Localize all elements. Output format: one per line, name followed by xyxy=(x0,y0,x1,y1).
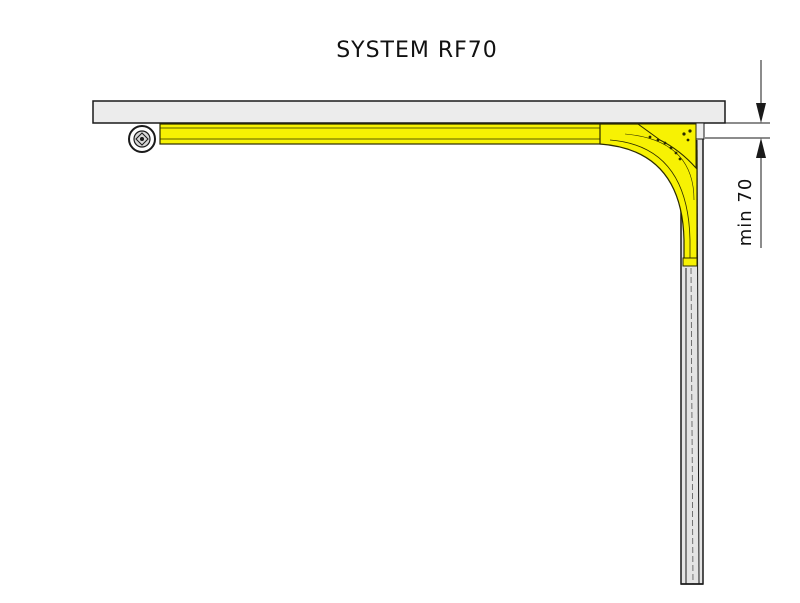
track-bracket xyxy=(636,123,697,170)
headroom-dimension: min 70 xyxy=(705,60,770,248)
ceiling-slab xyxy=(92,100,726,124)
diagram-title: SYSTEM RF70 xyxy=(336,38,498,63)
horizontal-track xyxy=(159,123,681,145)
shaft-pulley xyxy=(128,125,156,153)
dimension-label: min 70 xyxy=(735,178,756,247)
